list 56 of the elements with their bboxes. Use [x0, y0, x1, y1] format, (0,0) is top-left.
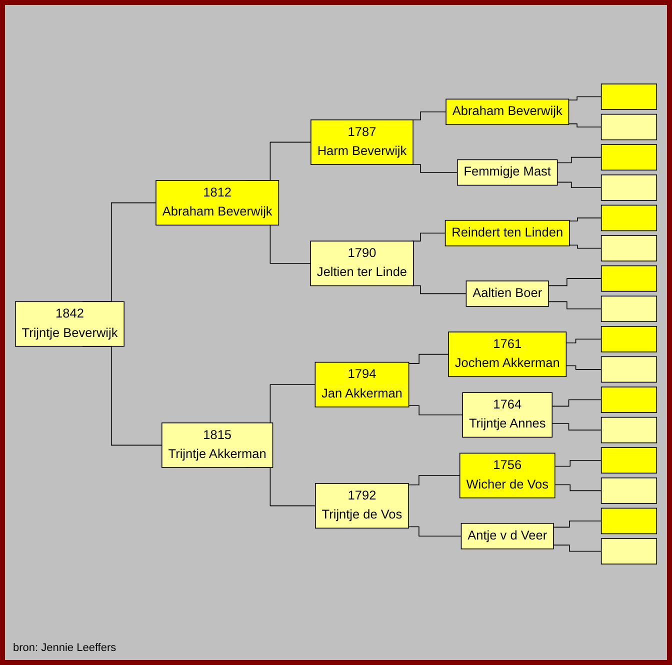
connector — [408, 405, 463, 416]
node-box: 1815 Trijntje Akkerman — [162, 422, 274, 468]
node-box — [600, 538, 658, 564]
connector — [552, 399, 602, 407]
node-box — [600, 144, 658, 170]
connector — [568, 123, 602, 128]
connector — [553, 520, 602, 528]
connector — [411, 111, 446, 120]
connector — [411, 232, 446, 242]
connector — [566, 365, 602, 370]
connector — [548, 278, 602, 286]
node-box — [600, 416, 658, 444]
connector — [556, 182, 602, 188]
node-box — [600, 296, 658, 322]
node-box — [600, 114, 658, 140]
node-box — [600, 478, 658, 504]
node-box: Abraham Beverwijk — [446, 98, 570, 126]
node-box: 1794 Jan Akkerman — [314, 362, 410, 408]
node-box: 1764 Trijntje Annes — [462, 392, 553, 438]
node-box — [600, 356, 658, 383]
node-box — [600, 326, 658, 352]
connector — [568, 96, 602, 100]
connector — [553, 544, 602, 552]
node-box: 1761 Jochem Akkerman — [448, 332, 567, 378]
connector — [569, 244, 602, 249]
connector — [408, 475, 460, 486]
connector — [408, 354, 449, 364]
node-box: 1756 Wicher de Vos — [459, 452, 556, 498]
node-box — [600, 265, 658, 292]
connector — [552, 423, 602, 430]
connector — [566, 338, 602, 344]
connector — [411, 285, 467, 294]
node-box: 1787 Harm Beverwijk — [310, 119, 414, 165]
node-box — [600, 386, 658, 413]
node-box: 1812 Abraham Beverwijk — [156, 180, 280, 226]
node-box: Reindert ten Linden — [444, 220, 570, 246]
connector — [554, 484, 602, 492]
connector — [556, 156, 602, 164]
source-caption: bron: Jennie Leeffers — [13, 642, 116, 654]
node-box — [600, 84, 658, 110]
node-box: 1790 Jeltien ter Linde — [310, 240, 414, 286]
connector — [408, 526, 462, 537]
connector — [569, 218, 602, 222]
node-box: Femmigje Mast — [456, 159, 558, 186]
node-box: 1792 Trijntje de Vos — [315, 483, 409, 529]
node-box: 1842 Trijntje Beverwijk — [14, 301, 124, 347]
connector — [548, 301, 602, 310]
node-box — [600, 447, 658, 474]
node-box: Antje v d Veer — [460, 522, 554, 550]
node-box — [600, 204, 658, 232]
node-box — [600, 508, 658, 534]
connector — [554, 460, 602, 467]
node-box — [600, 174, 658, 201]
node-box: Aaltien Boer — [466, 280, 549, 307]
connector — [411, 164, 458, 173]
node-box — [600, 235, 658, 262]
